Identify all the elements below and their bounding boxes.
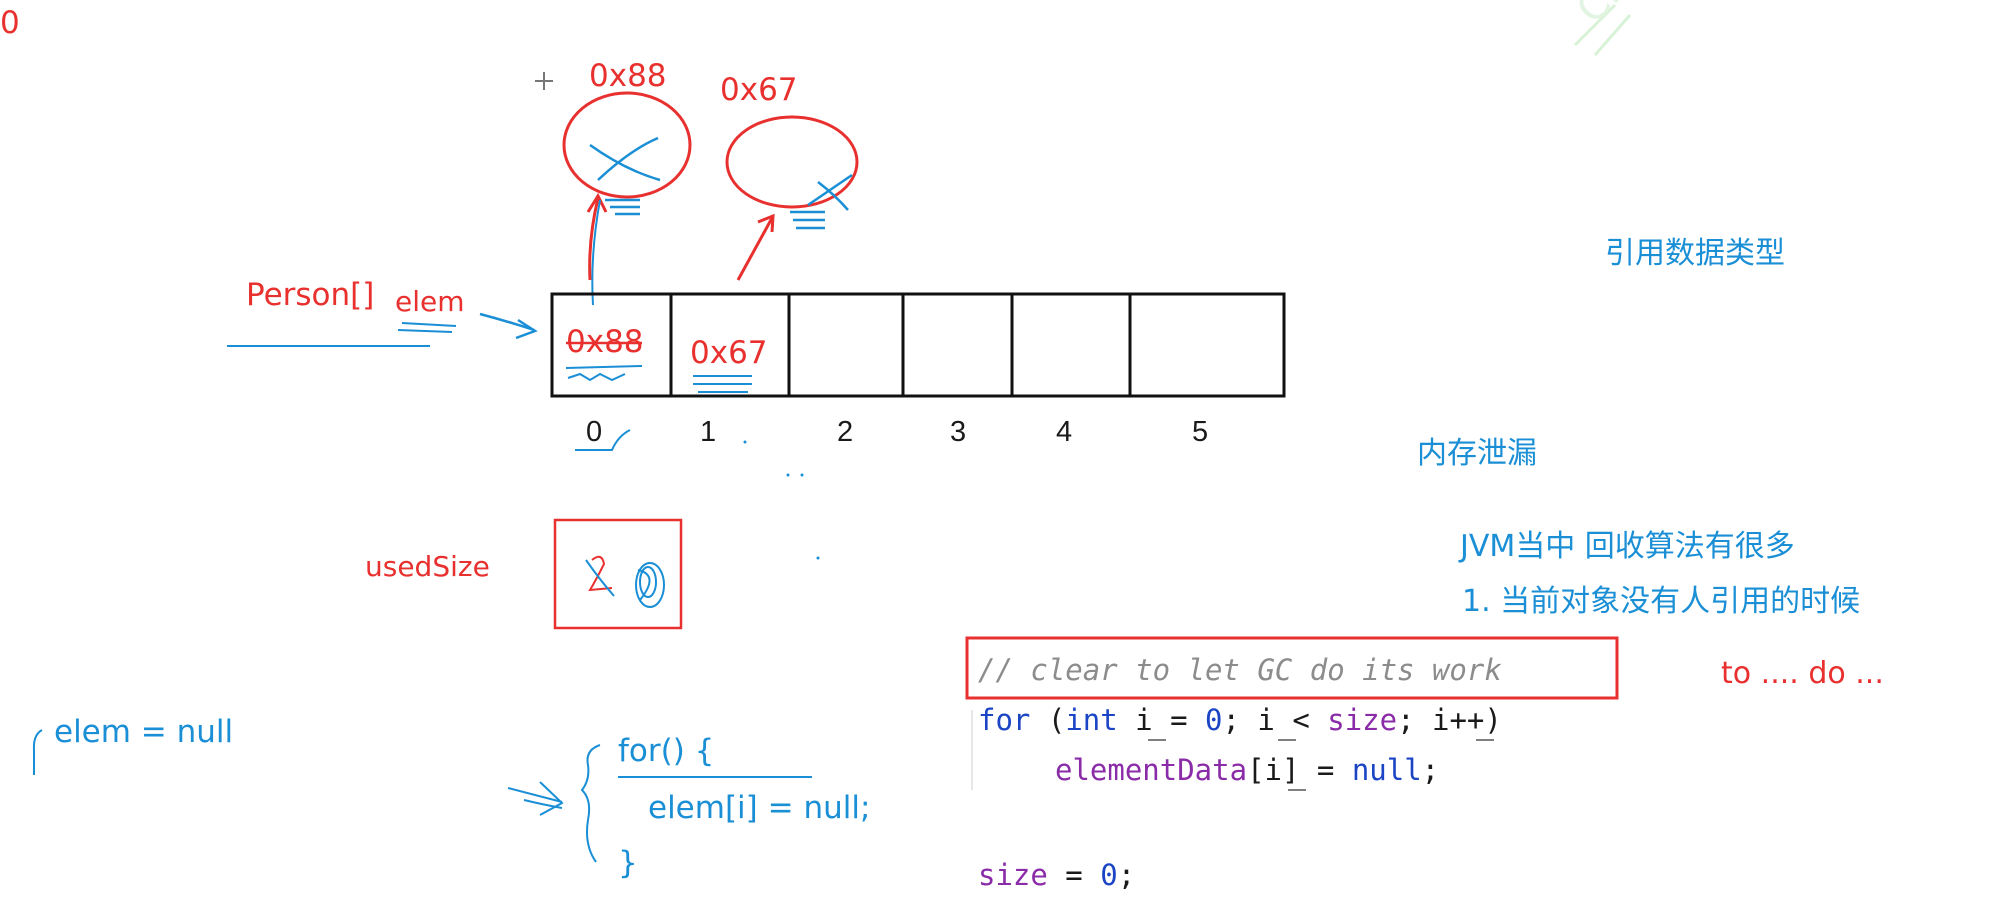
handwritten-for-open: for() { (618, 733, 715, 769)
array-index-5: 5 (1192, 416, 1209, 448)
code-line-assign: elementData[i] = null; (1055, 753, 1440, 787)
code-for-keyword: for (978, 703, 1031, 737)
elem-arrow (479, 312, 538, 340)
cross-mark-0x67 (790, 173, 853, 230)
code-line-for: for (int i = 0; i < size; i++) (978, 703, 1502, 737)
array-index-0: 0 (586, 416, 603, 448)
array-index-2: 2 (837, 416, 854, 448)
edge-fragment: 0 (0, 5, 20, 41)
used-size-scribble (585, 555, 665, 608)
note-memory-leak: 内存泄漏 (1417, 436, 1537, 471)
note-gc-line2: 1. 当前对象没有人引用的时候 (1462, 584, 1861, 619)
array-type-label: Person[] (246, 277, 375, 313)
array-index-1: 1 (700, 416, 717, 448)
note-todo: to .... do ... (1721, 656, 1884, 691)
code-comment: // clear to let GC do its work (978, 653, 1502, 687)
comment-highlight-box (965, 636, 1619, 700)
watermark (1573, 3, 1632, 56)
used-size-box (553, 518, 683, 630)
code-size-field: size (1327, 703, 1398, 737)
used-size-label: usedSize (365, 550, 490, 583)
array-index-3: 3 (950, 416, 967, 448)
code-null-keyword: null (1351, 753, 1422, 787)
note-reference-type: 引用数据类型 (1605, 236, 1785, 271)
array-var-name: elem (395, 285, 465, 318)
array-index-4: 4 (1056, 416, 1073, 448)
object-address-0x88: 0x88 (589, 58, 667, 94)
object-address-0x67: 0x67 (720, 72, 798, 108)
handwritten-elem-null: elem = null (54, 714, 234, 750)
code-line-size: size = 0; (978, 858, 1136, 892)
handwritten-for-close: } (618, 845, 638, 881)
object-circle-0x88 (562, 91, 692, 199)
cell-underlines (565, 365, 752, 393)
for-brace (580, 744, 601, 863)
code-elementdata-field: elementData (1055, 753, 1248, 787)
cross-mark-0x88 (589, 136, 661, 216)
code-int-keyword: int (1065, 703, 1118, 737)
note-gc-line1: JVM当中 回收算法有很多 (1460, 529, 1795, 564)
code-size-field-2: size (978, 858, 1048, 892)
cursor-plus-icon (535, 72, 553, 90)
for-pointer-arrow (507, 781, 564, 816)
array-cell-value-0: 0x88 (566, 324, 644, 360)
array-cell-value-1: 0x67 (690, 335, 768, 371)
handwritten-for-body: elem[i] = null; (648, 790, 871, 826)
arrow-to-0x67 (736, 213, 775, 281)
array-grid (550, 292, 1286, 398)
object-circle-0x67 (725, 115, 859, 209)
arrow-to-0x88 (586, 192, 608, 281)
